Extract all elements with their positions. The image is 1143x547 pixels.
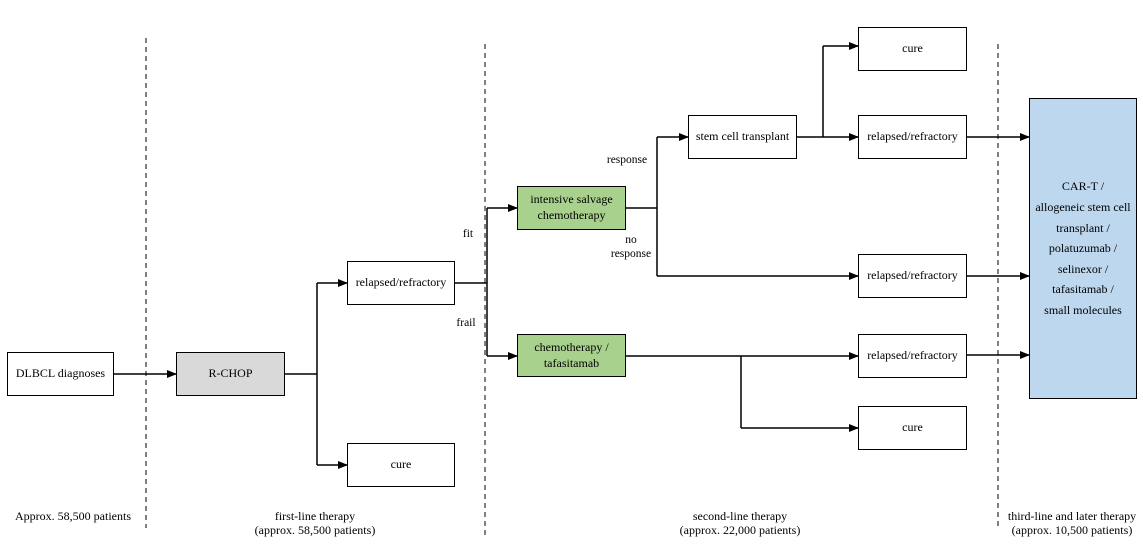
edge-label-response: response [606,154,648,166]
node-relapsed-refractory-first: relapsed/refractory [347,261,455,305]
footer-second-line: second-line therapy (approx. 22,000 pati… [679,509,801,538]
node-dlbcl-diagnoses: DLBCL diagnoses [7,352,114,396]
node-relapsed-refractory-no-response: relapsed/refractory [858,254,967,298]
node-third-line-therapies: CAR-T / allogeneic stem cell transplant … [1029,98,1137,399]
node-cure-after-chemo: cure [858,406,967,450]
node-intensive-salvage-chemotherapy: intensive salvage chemotherapy [517,186,626,230]
footer-third-line: third-line and later therapy (approx. 10… [1007,509,1137,538]
edge-label-no-response: no response [610,234,652,261]
node-stem-cell-transplant: stem cell transplant [688,115,797,159]
edge-label-frail: frail [456,317,476,329]
node-chemotherapy-tafasitamab: chemotherapy / tafasitamab [517,334,626,377]
node-cure-first: cure [347,443,455,487]
node-cure-after-sct: cure [858,27,967,71]
node-r-chop: R-CHOP [176,352,285,396]
footer-diagnoses: Approx. 58,500 patients [15,509,131,523]
footer-first-line: first-line therapy (approx. 58,500 patie… [254,509,376,538]
node-relapsed-refractory-after-sct: relapsed/refractory [858,115,967,159]
node-relapsed-refractory-after-chemo: relapsed/refractory [858,334,967,378]
edge-label-fit: fit [462,228,474,240]
